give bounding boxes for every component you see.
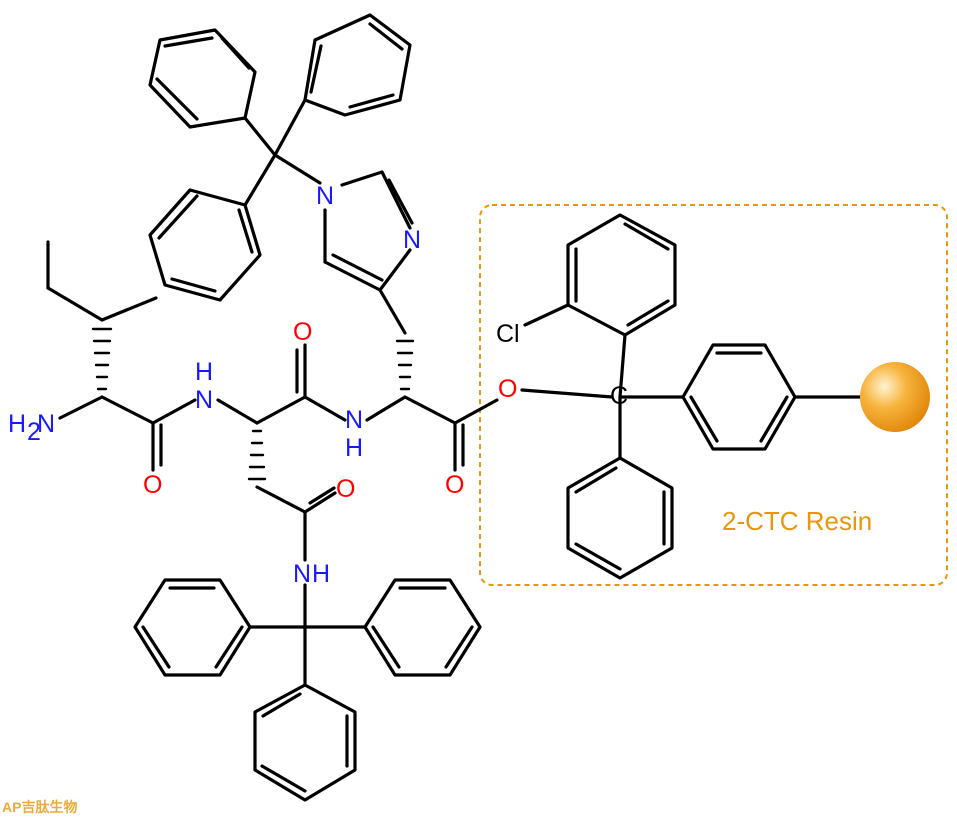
atom-nh2-h: H — [8, 410, 26, 438]
atom-o-asn: O — [293, 318, 312, 346]
atom-nh2-sub: 2 — [27, 418, 41, 446]
atom-nh2-n: N — [37, 410, 55, 438]
watermark-logo: AP吉肽生物 — [2, 799, 77, 815]
resin-box — [479, 204, 948, 586]
atom-o-ester: O — [498, 375, 517, 403]
atom-cl: Cl — [496, 320, 520, 348]
atom-n-im-3: N — [403, 226, 421, 254]
atom-o-asn-side: O — [336, 475, 355, 503]
atom-c-trityl: C — [610, 382, 628, 410]
resin-bead-icon — [860, 362, 930, 432]
atom-nh-side-n: N — [293, 560, 311, 588]
atom-nh1-h: H — [195, 358, 213, 386]
bond-group — [46, 98, 864, 687]
atom-nh-side-h: H — [312, 560, 330, 588]
atom-nh2b-h: H — [345, 434, 363, 462]
atom-n-im-1: N — [316, 182, 334, 210]
atom-o-his: O — [445, 471, 464, 499]
atom-nh2b-n: N — [345, 406, 363, 434]
atom-o-ile: O — [143, 471, 162, 499]
atom-nh1-n: N — [195, 386, 213, 414]
phenyl-rings — [133, 13, 797, 802]
resin-label: 2-CTC Resin — [722, 506, 872, 536]
